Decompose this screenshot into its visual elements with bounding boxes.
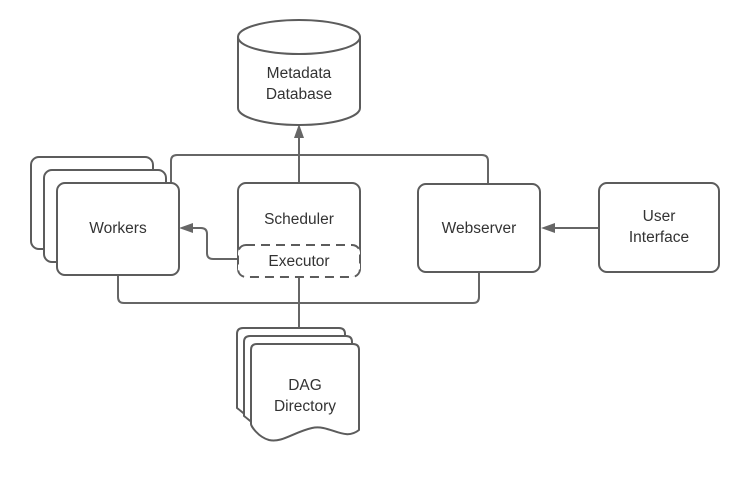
node-dag-directory[interactable]: DAG Directory <box>236 327 360 442</box>
node-executor[interactable]: Executor <box>237 244 361 278</box>
dag-directory-label-line1: DAG <box>288 377 322 394</box>
webserver-box <box>417 183 541 273</box>
node-user-interface[interactable]: User Interface <box>598 182 720 273</box>
connector-executor-to-workers <box>190 227 238 260</box>
arrowhead-metadata-database <box>294 124 304 138</box>
executor-label: Executor <box>268 253 329 270</box>
user-interface-label-line2: Interface <box>629 229 689 246</box>
arrowhead-workers <box>179 223 193 233</box>
dag-directory-label-line2: Directory <box>274 398 336 415</box>
cylinder-top <box>237 19 361 55</box>
connector-top-bus <box>170 154 489 229</box>
metadata-database-label-line1: Metadata <box>267 65 332 82</box>
user-interface-box <box>598 182 720 273</box>
node-webserver[interactable]: Webserver <box>417 183 541 273</box>
workers-label: Workers <box>89 220 147 237</box>
arrowhead-webserver <box>541 223 555 233</box>
node-metadata-database[interactable]: Metadata Database <box>237 19 361 126</box>
dag-directory-document <box>250 343 360 442</box>
user-interface-label-line1: User <box>643 208 676 225</box>
webserver-label: Webserver <box>442 220 517 237</box>
scheduler-label: Scheduler <box>264 211 334 228</box>
executor-box <box>237 244 361 278</box>
node-workers[interactable]: Workers <box>30 156 180 276</box>
workers-stack-layer-1 <box>56 182 180 276</box>
metadata-database-label-line2: Database <box>266 86 332 103</box>
cylinder-body <box>237 36 361 126</box>
